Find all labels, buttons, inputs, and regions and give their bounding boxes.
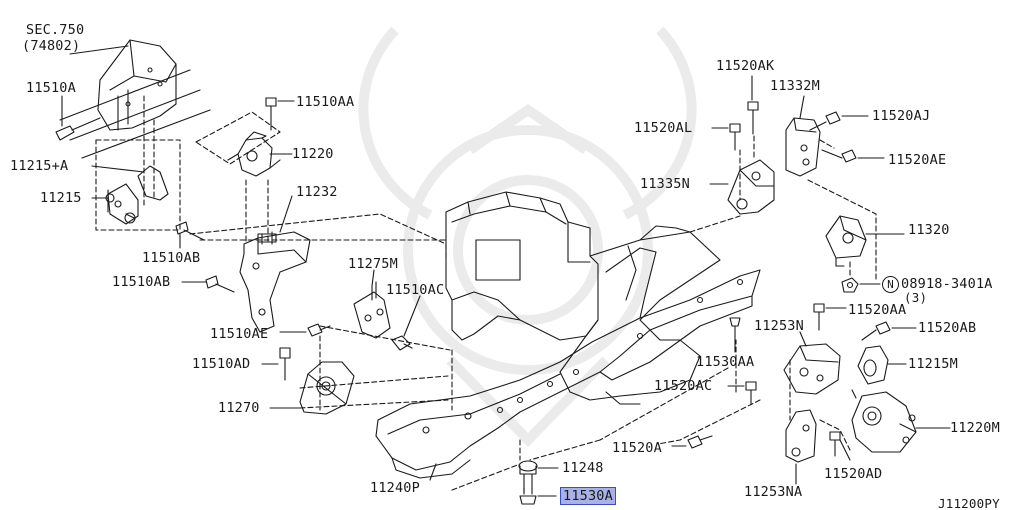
label-11335n[interactable]: 11335N: [640, 176, 690, 192]
insulator-11215: [105, 165, 169, 225]
bracket-11335n: [727, 159, 775, 215]
label-11520aj[interactable]: 11520AJ: [872, 108, 931, 124]
sec-leader: [69, 45, 129, 55]
label-11510ac[interactable]: 11510AC: [386, 282, 445, 298]
label-11253na[interactable]: 11253NA: [744, 484, 803, 500]
bracket-11253n: [783, 343, 841, 395]
label-11510a[interactable]: 11510A: [26, 80, 76, 96]
bolt-11520aa: [813, 303, 825, 331]
label-11332m[interactable]: 11332M: [770, 78, 820, 94]
label-11520a[interactable]: 11520A: [612, 440, 662, 456]
engine-mount-11270: [299, 361, 355, 415]
label-11520al[interactable]: 11520AL: [634, 120, 693, 136]
label-11520ak[interactable]: 11520AK: [716, 58, 775, 74]
label-08918-text: 08918-3401A: [901, 276, 993, 292]
nut-08918-3401a: [841, 277, 859, 293]
dashed-guides-right: [529, 135, 877, 461]
label-11275m[interactable]: 11275M: [348, 256, 398, 272]
label-11215[interactable]: 11215: [40, 190, 82, 206]
label-11220m[interactable]: 11220M: [950, 420, 1000, 436]
front-crossmember-11240p: [375, 245, 761, 479]
bolt-11510ac: [391, 335, 413, 351]
bolt-11530a: [519, 473, 537, 505]
insulator-11215m: [857, 345, 889, 385]
label-11530a-highlighted[interactable]: 11530A: [560, 487, 616, 505]
bolt-11520ak: [747, 101, 759, 135]
label-11270[interactable]: 11270: [218, 400, 260, 416]
label-11520ae[interactable]: 11520AE: [888, 152, 947, 168]
label-11520ac[interactable]: 11520AC: [654, 378, 713, 394]
bolt-11510aa: [265, 97, 277, 131]
label-11215-a[interactable]: 11215+A: [10, 158, 69, 174]
bolt-11520ad: [829, 431, 841, 457]
bolt-11520ac: [745, 381, 757, 405]
label-11520ab[interactable]: 11520AB: [918, 320, 977, 336]
washer-11248: [518, 460, 538, 475]
bolt-11510ad: [279, 347, 291, 381]
label-11240p[interactable]: 11240P: [370, 480, 420, 496]
label-11320[interactable]: 11320: [908, 222, 950, 238]
bolt-11520al: [729, 123, 741, 151]
bracket-11275m: [353, 281, 391, 339]
nut-n-symbol: N: [882, 276, 899, 293]
engine-mount-11220m: [851, 389, 917, 453]
label-11510ad[interactable]: 11510AD: [192, 356, 251, 372]
bolt-11520ab: [861, 321, 891, 341]
label-11215m[interactable]: 11215M: [908, 356, 958, 372]
bolt-11510ab-lower: [205, 275, 235, 293]
body-side-member-bracket: [59, 39, 211, 159]
engine-block: [445, 191, 599, 341]
bracket-11253na: [785, 409, 817, 463]
label-11520aa[interactable]: 11520AA: [848, 302, 907, 318]
engine-bracket-11232: [239, 231, 311, 333]
bolt-11510ae: [307, 323, 331, 337]
dashed-guides-left: [95, 95, 525, 497]
label-sec-74802[interactable]: (74802): [22, 38, 81, 54]
bolt-11520aj: [809, 111, 841, 131]
bolt-11520ae: [821, 149, 857, 163]
engine-mount-11220: [227, 131, 281, 177]
label-11510ab-upper[interactable]: 11510AB: [142, 250, 201, 266]
engine-mount-11320: [825, 215, 867, 267]
label-11510ab-lower[interactable]: 11510AB: [112, 274, 171, 290]
label-11253n[interactable]: 11253N: [754, 318, 804, 334]
label-11510aa[interactable]: 11510AA: [296, 94, 355, 110]
label-11510ae[interactable]: 11510AE: [210, 326, 269, 342]
label-11232[interactable]: 11232: [296, 184, 338, 200]
label-11530aa[interactable]: 11530AA: [696, 354, 755, 370]
label-11520ad[interactable]: 11520AD: [824, 466, 883, 482]
transmission: [559, 225, 721, 405]
bracket-11332m: [785, 117, 821, 177]
label-qty-3: (3): [904, 290, 928, 305]
label-sec-750[interactable]: SEC.750: [26, 22, 85, 38]
bolt-11510ab-upper: [175, 221, 205, 241]
bolt-11520a: [687, 435, 713, 449]
stud-11530aa: [729, 317, 741, 349]
label-11248[interactable]: 11248: [562, 460, 604, 476]
label-11220[interactable]: 11220: [292, 146, 334, 162]
diagram-reference-code: J11200PY: [938, 496, 1000, 510]
bolt-11510a: [55, 117, 101, 141]
